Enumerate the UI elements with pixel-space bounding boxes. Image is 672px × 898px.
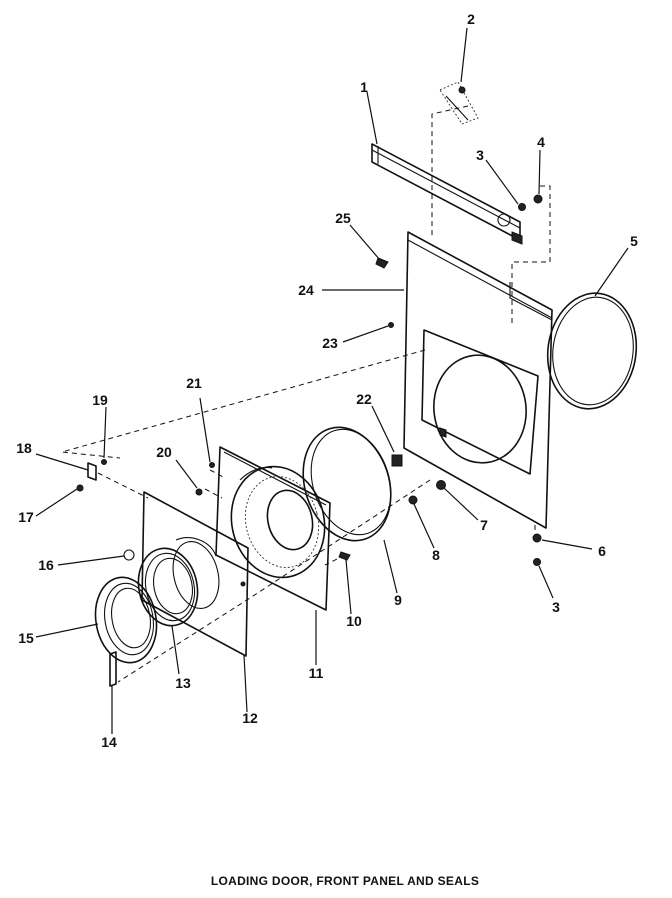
callout-23: 23 [322,335,338,351]
assembly-lines [61,105,551,683]
part-24-front-panel [403,231,553,529]
part-15-door-bezel [94,576,158,664]
callout-10: 10 [346,613,362,629]
callout-9: 9 [394,592,402,608]
callout-20: 20 [156,444,172,460]
callout-25: 25 [335,210,351,226]
callout-17: 17 [18,509,34,525]
callout-3-bottom: 3 [552,599,560,615]
part-1-top-rail [371,143,523,245]
callout-1: 1 [360,79,368,95]
part-5-gasket [546,292,638,410]
callout-21: 21 [186,375,202,391]
callout-13: 13 [175,675,191,691]
diagram-caption: LOADING DOOR, FRONT PANEL AND SEALS [210,874,480,888]
callout-19: 19 [92,392,108,408]
part-2-bracket [439,81,479,125]
callout-11: 11 [309,665,324,681]
callout-6: 6 [598,543,606,559]
callout-labels: 2 1 3 4 5 25 24 23 22 21 19 18 20 17 16 … [16,11,638,750]
callout-12: 12 [242,710,258,726]
callout-3-top: 3 [476,147,484,163]
fasteners [76,194,543,566]
callout-7: 7 [480,517,488,533]
callout-16: 16 [38,557,54,573]
callout-8: 8 [432,547,440,563]
callout-2: 2 [467,11,475,27]
part-9-seal-ring [302,426,392,542]
callout-4: 4 [537,134,545,150]
callout-5: 5 [630,233,638,249]
callout-18: 18 [16,440,32,456]
part-18-hinge [87,462,97,481]
callout-14: 14 [101,734,117,750]
callout-15: 15 [18,630,34,646]
callout-24: 24 [298,282,314,298]
callout-22: 22 [356,391,372,407]
leader-lines [35,27,629,734]
part-11-inner-door [215,446,331,611]
part-14-handle [109,651,117,687]
